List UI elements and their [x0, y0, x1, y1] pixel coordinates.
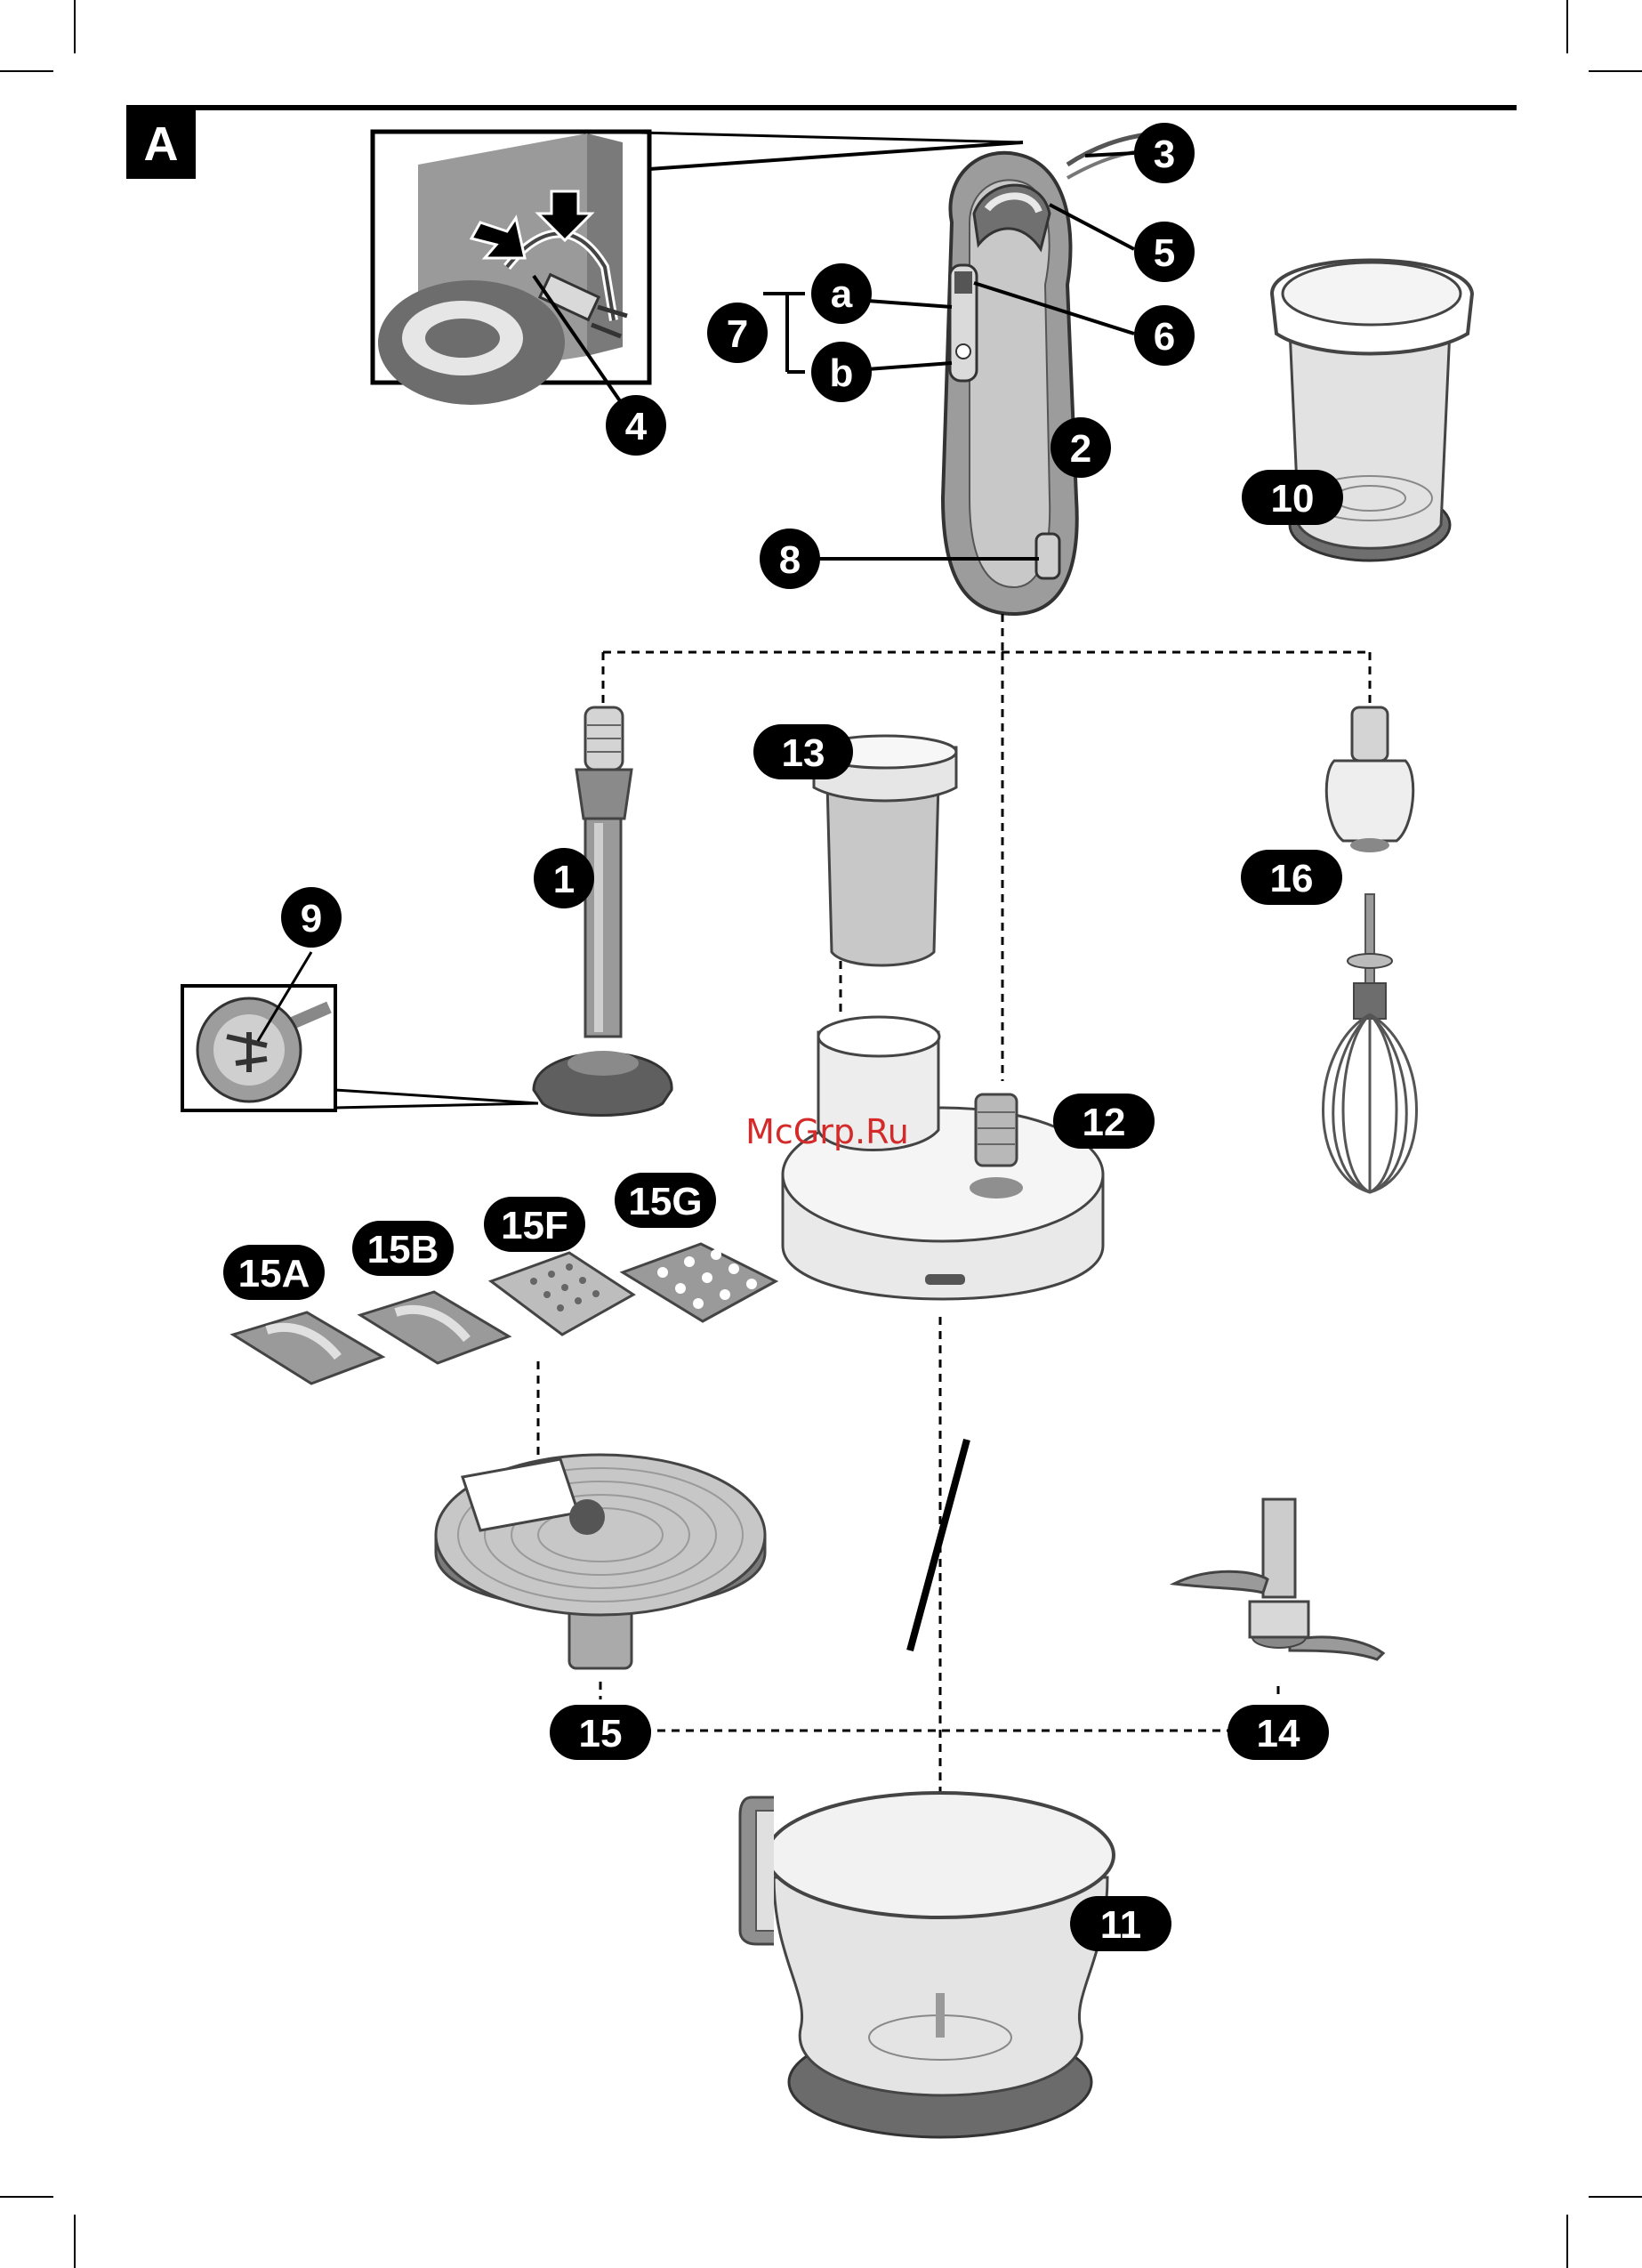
svg-text:6: 6	[1154, 315, 1175, 359]
svg-text:7: 7	[727, 312, 748, 356]
svg-text:a: a	[831, 272, 853, 316]
svg-text:15B: 15B	[367, 1228, 439, 1271]
svg-text:15: 15	[579, 1712, 623, 1755]
callout-9: 9	[281, 887, 342, 948]
callout-5: 5	[1134, 222, 1195, 282]
svg-text:4: 4	[625, 405, 648, 448]
svg-text:14: 14	[1257, 1712, 1300, 1755]
separator-slash	[910, 1440, 967, 1651]
callout-a: a	[811, 263, 872, 324]
svg-text:15A: 15A	[238, 1252, 310, 1295]
svg-text:13: 13	[782, 731, 825, 775]
callout-14: 14	[1227, 1705, 1329, 1760]
section-letter: A	[144, 117, 179, 171]
callout-15f: 15F	[484, 1197, 585, 1252]
processor-lid-icon	[783, 1017, 1103, 1299]
svg-text:1: 1	[553, 858, 575, 901]
callout-8: 8	[760, 529, 820, 589]
callout-badges: 3 5 6 a 7 b 4 2 8 1 9 10 13 16 12 15G 15…	[223, 123, 1343, 1951]
svg-text:3: 3	[1154, 133, 1175, 176]
whisk-icon	[1324, 707, 1417, 1192]
blade-detail	[182, 952, 538, 1110]
chopper-blade-icon	[1174, 1499, 1383, 1659]
callout-15: 15	[550, 1705, 651, 1760]
svg-text:11: 11	[1100, 1903, 1142, 1947]
svg-text:16: 16	[1270, 857, 1314, 900]
blender-shaft-icon	[534, 707, 672, 1116]
callout-2: 2	[1050, 417, 1111, 478]
callout-15g: 15G	[615, 1173, 716, 1228]
svg-text:15F: 15F	[501, 1204, 568, 1247]
callout-4: 4	[606, 395, 666, 456]
callout-11: 11	[1070, 1896, 1171, 1951]
callout-10: 10	[1242, 470, 1343, 525]
callout-13: 13	[753, 724, 853, 779]
svg-text:15G: 15G	[628, 1180, 702, 1223]
svg-text:9: 9	[301, 897, 322, 940]
svg-text:5: 5	[1154, 231, 1175, 275]
svg-text:2: 2	[1070, 427, 1091, 471]
watermark: McGrp.Ru	[745, 1112, 909, 1151]
svg-text:8: 8	[779, 538, 801, 582]
callout-12: 12	[1053, 1094, 1155, 1149]
callout-1: 1	[534, 848, 594, 908]
svg-text:b: b	[830, 351, 854, 395]
chopper-bowl-icon	[740, 1793, 1114, 2137]
svg-text:10: 10	[1271, 477, 1315, 521]
callout-15b: 15B	[352, 1221, 454, 1276]
callout-3: 3	[1134, 123, 1195, 183]
callout-7: 7	[707, 303, 768, 363]
callout-6: 6	[1134, 305, 1195, 366]
callout-15a: 15A	[223, 1245, 325, 1300]
slicing-disc-icon	[436, 1455, 765, 1668]
callout-16: 16	[1241, 850, 1342, 905]
cord-storage-detail	[373, 132, 649, 405]
callout-b: b	[811, 342, 872, 402]
svg-text:12: 12	[1083, 1101, 1126, 1144]
